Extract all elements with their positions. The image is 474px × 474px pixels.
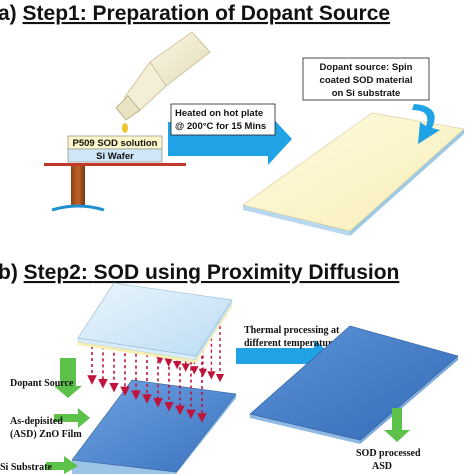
thermal-note-line2: different temperatures — [244, 338, 341, 349]
dopant-source-substrate — [242, 112, 465, 236]
dopant-source-callout — [54, 358, 82, 398]
zno-film-label-line2: (ASD) ZnO Film — [10, 429, 82, 440]
dropper-bottle-icon — [115, 31, 211, 121]
zno-film-callout — [54, 408, 90, 428]
hot-plate-stand — [71, 166, 85, 206]
processed-asd-label-line1: SOD processed — [356, 448, 421, 459]
dopant-source-label: Dopant Source — [10, 378, 74, 389]
si-wafer-layer — [67, 148, 163, 163]
processed-asd-callout — [384, 408, 410, 442]
dopant-note-line2: coated SOD material — [320, 75, 413, 86]
dopant-note-line3: on Si substrate — [332, 88, 401, 99]
step2-heading: b) Step2: SOD using Proximity Diffusion — [0, 261, 399, 284]
step1-heading: a) Step1: Preparation of Dopant Source — [0, 2, 390, 25]
solution-drop — [122, 123, 128, 133]
heating-note-line1: Heated on hot plate — [175, 108, 263, 119]
thermal-note-line1: Thermal processing at — [244, 325, 340, 336]
dopant-source-plate — [77, 282, 233, 363]
zno-film-label-line1: As-depisited — [10, 416, 63, 427]
si-wafer-label: Si Wafer — [96, 151, 134, 162]
dopant-note-line1: Dopant source: Spin — [320, 62, 413, 73]
si-substrate-label: Si Substrate — [0, 462, 53, 473]
si-substrate-callout — [46, 456, 78, 474]
processed-asd-label-line2: ASD — [372, 461, 392, 472]
processed-asd-substrate — [249, 325, 459, 444]
heating-note-line2: @ 200°C for 15 Mins — [175, 121, 266, 132]
dopant-note-box — [302, 57, 430, 101]
hot-plate — [44, 163, 186, 166]
sod-solution-label: P509 SOD solution — [73, 138, 158, 149]
zno-film-substrate — [71, 379, 237, 474]
heating-note-box — [170, 103, 276, 136]
curved-pointer-arrow — [412, 104, 440, 144]
hot-plate-base — [51, 204, 105, 212]
